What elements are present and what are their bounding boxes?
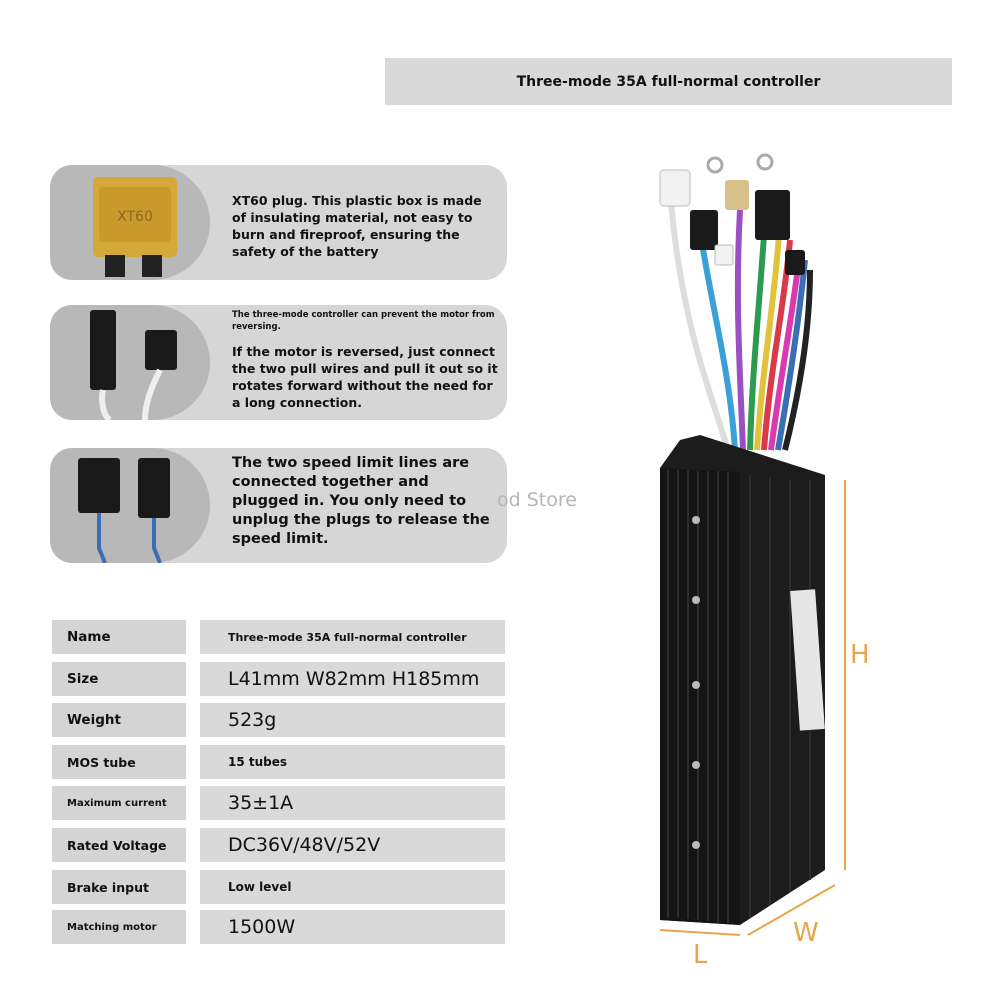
feature-card-reverse: The three-mode controller can prevent th… [50,305,507,420]
spec-value-max-current: 35±1A [200,786,505,820]
spec-value-mos: 15 tubes [200,745,505,779]
feature-text-speed-limit: The two speed limit lines are connected … [232,455,490,547]
length-dimension-label: L [693,940,708,970]
spec-value-size: L41mm W82mm H185mm [200,662,505,696]
feature-text-reverse: If the motor is reversed, just connect t… [232,344,498,410]
feature-text-xt60: XT60 plug. This plastic box is made of i… [232,193,482,259]
spec-value-name: Three-mode 35A full-normal controller [200,620,505,654]
spec-label-mos: MOS tube [52,745,186,779]
spec-label-max-current: Maximum current [52,786,186,820]
page-title: Three-mode 35A full-normal controller [385,58,952,105]
controller-image [659,153,846,936]
store-watermark: od Store [497,489,577,511]
reverse-plug-image [50,305,210,420]
xt60-mark: XT60 [117,209,153,225]
spec-value-brake: Low level [200,870,505,904]
spec-label-size: Size [52,662,186,696]
spec-value-voltage: DC36V/48V/52V [200,828,505,862]
spec-label-motor: Matching motor [52,910,186,944]
feature-card-speed-limit: The two speed limit lines are connected … [50,448,507,563]
speed-limit-plug-image [50,448,210,563]
spec-label-name: Name [52,620,186,654]
xt60-plug-image: XT60 [50,165,210,280]
feature-note-reverse: The three-mode controller can prevent th… [232,310,495,332]
spec-value-motor: 1500W [200,910,505,944]
spec-value-weight: 523g [200,703,505,737]
feature-card-xt60: XT60 XT60 plug. This plastic box is made… [50,165,507,280]
spec-label-weight: Weight [52,703,186,737]
height-dimension-label: H [850,640,870,670]
width-dimension-label: W [793,918,819,948]
spec-label-voltage: Rated Voltage [52,828,186,862]
spec-label-brake: Brake input [52,870,186,904]
